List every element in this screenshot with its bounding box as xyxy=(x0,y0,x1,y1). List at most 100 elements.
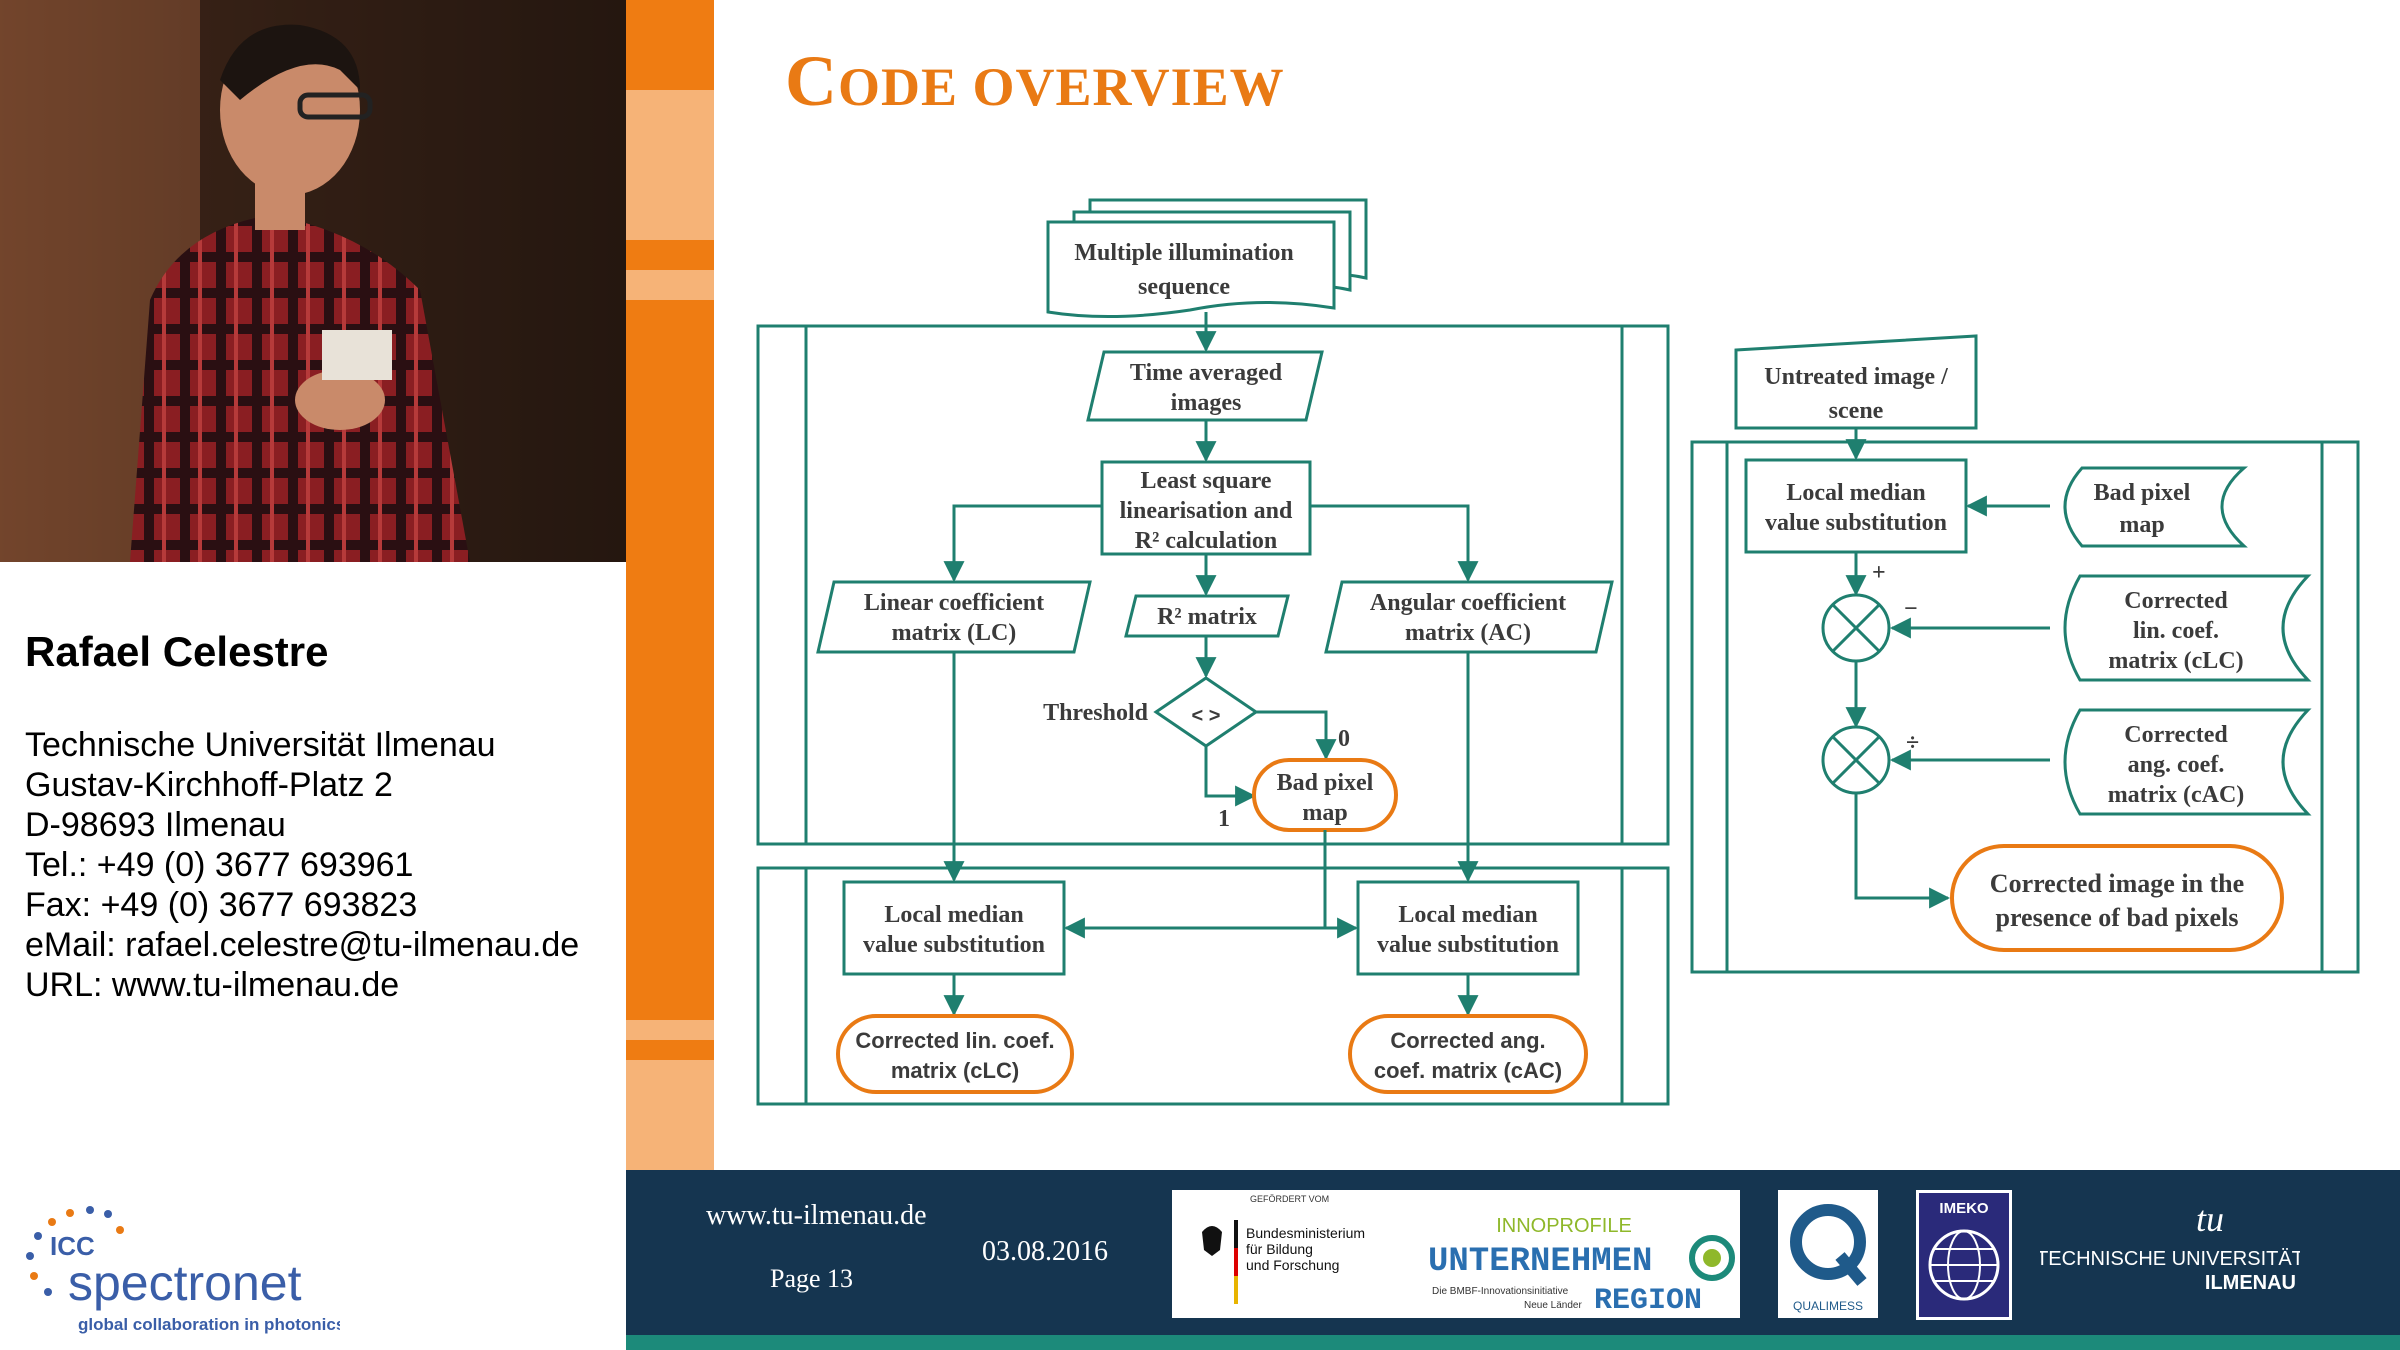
sign-divide: ÷ xyxy=(1906,730,1919,756)
speaker-url: URL: www.tu-ilmenau.de xyxy=(25,966,400,1004)
initiative-line2: Neue Länder xyxy=(1524,1300,1582,1311)
local-median-right-line1: Local median xyxy=(1398,902,1537,928)
linear-coefficient-node: Linear coefficient matrix (LC) xyxy=(816,580,1092,654)
speaker-info-panel xyxy=(0,562,626,1350)
corrected-ang-r-line3: matrix (cAC) xyxy=(2108,782,2245,808)
least-square-node: Least square linearisation and R² calcul… xyxy=(1100,460,1312,556)
speaker-tel: Tel.: +49 (0) 3677 693961 xyxy=(25,846,414,884)
least-square-line1: Least square xyxy=(1141,468,1272,494)
process-frame-right xyxy=(1690,440,2360,974)
speaker-affiliation: Technische Universität Ilmenau xyxy=(25,726,496,764)
least-square-line2: linearisation and xyxy=(1120,498,1293,524)
speaker-video-frame xyxy=(0,0,626,562)
time-averaged-line2: images xyxy=(1171,390,1242,416)
unternehmen-text: UNTERNEHMEN xyxy=(1428,1243,1652,1281)
multiply-operator-icon xyxy=(1821,593,1891,663)
stripe-band xyxy=(626,1060,714,1170)
branch-one-label: 1 xyxy=(1218,806,1230,832)
multiple-illumination-line2: sequence xyxy=(1138,274,1230,300)
tu-ilmenau-logo-art: tu TECHNISCHE UNIVERSITÄT ILMENAU xyxy=(2036,1199,2304,1294)
tu-name-line2: ILMENAU xyxy=(2205,1272,2296,1294)
imeko-logo-art: IMEKO xyxy=(1928,1200,2000,1301)
threshold-label: Threshold xyxy=(1043,700,1149,726)
speaker-email: eMail: rafael.celestre@tu-ilmenau.de xyxy=(25,926,580,964)
speaker-fax: Fax: +49 (0) 3677 693823 xyxy=(25,886,418,924)
local-median-r-line1: Local median xyxy=(1786,480,1925,506)
corrected-ang-store-node: Corrected ang. coef. matrix (cAC) xyxy=(2063,708,2312,816)
local-median-r-line2: value substitution xyxy=(1765,510,1947,536)
imeko-text: IMEKO xyxy=(1939,1200,1989,1217)
local-median-right-flow-node: Local median value substitution xyxy=(1744,458,1968,554)
corrected-image-node: Corrected image in the presence of bad p… xyxy=(1950,844,2284,952)
sponsor-logos-art: GEFÖRDERT VOM Bundesministerium für Bild… xyxy=(1202,1194,1735,1318)
local-median-right-node: Local median value substitution xyxy=(1356,880,1580,976)
corrected-ang-coef-node: Corrected ang. coef. matrix (cAC) xyxy=(1348,1014,1588,1094)
slide-title-initial: C xyxy=(785,41,838,121)
threshold-decision-node: < > Threshold xyxy=(1043,676,1259,748)
corrected-ang-line2: coef. matrix (cAC) xyxy=(1374,1058,1562,1083)
innoprofile-text: INNOPROFILE xyxy=(1496,1215,1632,1237)
imeko-logo: IMEKO xyxy=(1916,1190,2012,1320)
bad-pixel-map-r-line1: Bad pixel xyxy=(2094,480,2191,506)
threshold-symbol: < > xyxy=(1192,705,1221,727)
process-frame-top xyxy=(756,324,1670,846)
icc-dots-icon xyxy=(26,1206,124,1296)
corrected-lin-store-node: Corrected lin. coef. matrix (cLC) xyxy=(2063,574,2312,682)
bad-pixel-map-r-line2: map xyxy=(2119,512,2164,538)
angular-coef-line2: matrix (AC) xyxy=(1405,620,1531,646)
speaker-video xyxy=(0,0,626,562)
code-flowchart: Multiple illumination sequence Time aver… xyxy=(756,198,2360,1106)
icc-text: ICC xyxy=(50,1231,95,1261)
untreated-image-line1: Untreated image / xyxy=(1764,364,1948,390)
region-text: REGION xyxy=(1594,1284,1702,1318)
ministry-line2: für Bildung xyxy=(1246,1241,1313,1257)
speaker-street: Gustav-Kirchhoff-Platz 2 xyxy=(25,766,393,804)
corrected-lin-r-line1: Corrected xyxy=(2124,588,2228,614)
footer-page-number: Page 13 xyxy=(770,1264,854,1293)
least-square-line3: R² calculation xyxy=(1135,528,1278,554)
angular-coef-line1: Angular coefficient xyxy=(1370,590,1566,616)
stripe-band xyxy=(626,90,714,240)
spectronet-text: spectronet xyxy=(68,1255,302,1311)
corrected-ang-line1: Corrected ang. xyxy=(1390,1028,1545,1053)
time-averaged-node: Time averaged images xyxy=(1086,350,1324,422)
time-averaged-line1: Time averaged xyxy=(1130,360,1283,386)
untreated-image-line2: scene xyxy=(1829,398,1884,424)
footer-accent-bar xyxy=(626,1335,2400,1350)
multiple-illumination-line1: Multiple illumination xyxy=(1074,240,1293,266)
spectronet-tagline: global collaboration in photonics xyxy=(78,1315,340,1334)
tu-monogram-icon: tu xyxy=(2196,1199,2224,1239)
corrected-image-line1: Corrected image in the xyxy=(1990,869,2244,898)
slide-title: CODE OVERVIEW xyxy=(785,40,1285,123)
qualimess-text: QUALIMESS xyxy=(1793,1299,1863,1313)
corrected-lin-r-line2: lin. coef. xyxy=(2133,618,2219,644)
stripe-band xyxy=(626,1020,714,1040)
tu-ilmenau-logo: tu TECHNISCHE UNIVERSITÄT ILMENAU xyxy=(2036,1195,2304,1315)
bad-pixel-map-line1: Bad pixel xyxy=(1277,770,1374,796)
ministry-line3: und Forschung xyxy=(1246,1257,1339,1273)
corrected-lin-coef-node: Corrected lin. coef. matrix (cLC) xyxy=(836,1014,1074,1094)
initiative-line1: Die BMBF-Innovationsinitiative xyxy=(1432,1286,1569,1297)
tu-name-line1: TECHNISCHE UNIVERSITÄT xyxy=(2040,1248,2300,1270)
sponsor-logos: GEFÖRDERT VOM Bundesministerium für Bild… xyxy=(1172,1190,1740,1318)
corrected-ang-r-line2: ang. coef. xyxy=(2128,752,2225,778)
corrected-lin-r-line3: matrix (cLC) xyxy=(2108,648,2243,674)
corrected-ang-r-line1: Corrected xyxy=(2124,722,2228,748)
multiple-illumination-node: Multiple illumination sequence xyxy=(1046,198,1368,319)
globe-icon xyxy=(1928,1229,2000,1301)
process-frame-bottom xyxy=(756,866,1670,1106)
local-median-left-node: Local median value substitution xyxy=(842,880,1066,976)
untreated-image-node: Untreated image / scene xyxy=(1734,334,1978,430)
bad-pixel-map-node: Bad pixel map xyxy=(1252,758,1398,832)
branch-zero-label: 0 xyxy=(1338,726,1350,752)
speaker-name: Rafael Celestre xyxy=(25,628,329,675)
speaker-city: D-98693 Ilmenau xyxy=(25,806,286,844)
bad-pixel-map-line2: map xyxy=(1302,800,1347,826)
local-median-right-line2: value substitution xyxy=(1377,932,1559,958)
local-median-left-line2: value substitution xyxy=(863,932,1045,958)
local-median-left-line1: Local median xyxy=(884,902,1023,928)
angular-coefficient-node: Angular coefficient matrix (AC) xyxy=(1324,580,1614,654)
sign-minus: − xyxy=(1904,596,1918,622)
r2-matrix-label: R² matrix xyxy=(1157,604,1257,630)
r2-matrix-node: R² matrix xyxy=(1124,594,1290,638)
